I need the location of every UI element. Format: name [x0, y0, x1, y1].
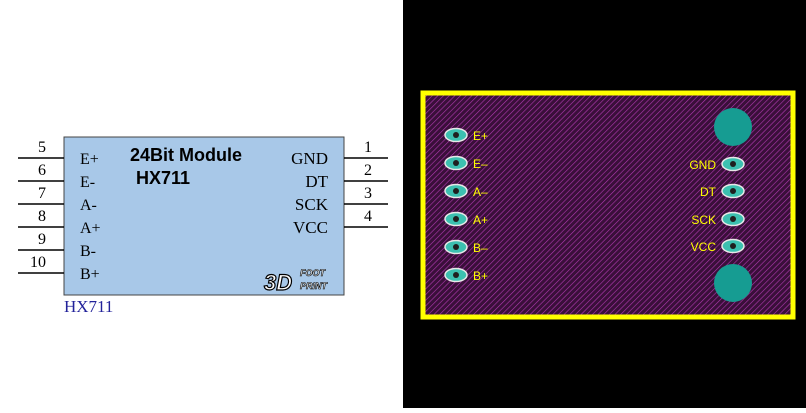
- pad: [444, 127, 468, 143]
- pad: [444, 155, 468, 171]
- pad-label: A–: [473, 185, 488, 199]
- svg-text:FOOT: FOOT: [300, 268, 326, 278]
- component-body: [63, 136, 345, 296]
- pin-number: 5: [38, 139, 46, 156]
- pin-number: 10: [30, 254, 46, 271]
- pad: [444, 239, 468, 255]
- pin-number: 1: [364, 139, 372, 156]
- pad: [444, 267, 468, 283]
- pin-number: 7: [38, 185, 46, 202]
- pin-number: 6: [38, 162, 46, 179]
- pad-label: GND: [689, 158, 716, 172]
- pad-label: SCK: [691, 213, 716, 227]
- pad: [721, 211, 745, 227]
- pin-number: 9: [38, 231, 46, 248]
- pad-label: E–: [473, 157, 488, 171]
- left-pin-lines: [18, 157, 64, 274]
- pin-label: B-: [80, 243, 96, 260]
- schematic-panel: 5 6 7 8 9 10 E+ E- A- A+ B- B+ 1 2 3 4 G…: [0, 0, 403, 408]
- pin-number: 3: [364, 185, 372, 202]
- svg-text:3D: 3D: [264, 270, 292, 295]
- pad-label: DT: [700, 185, 717, 199]
- module-title: 24Bit Module: [130, 145, 242, 165]
- pad: [444, 211, 468, 227]
- pin-label: VCC: [293, 218, 328, 237]
- pad-label: B+: [473, 269, 488, 283]
- pin-label: A-: [80, 197, 97, 214]
- pad: [444, 183, 468, 199]
- mounting-hole: [714, 108, 752, 146]
- footprint-logo: 3D FOOT PRINT: [263, 268, 329, 296]
- right-pad-column: [721, 156, 745, 254]
- pcb-footprint-drawing: E+ E– A– A+ B– B+ GND DT SCK VCC: [420, 90, 796, 320]
- right-pin-lines: [344, 157, 388, 228]
- pad-label: VCC: [691, 240, 717, 254]
- pin-label: A+: [80, 220, 101, 237]
- pin-label: E+: [80, 151, 99, 168]
- module-subtitle: HX711: [136, 168, 190, 188]
- svg-text:PRINT: PRINT: [300, 281, 329, 291]
- pad-label: E+: [473, 129, 488, 143]
- pin-label: GND: [291, 149, 328, 168]
- pin-number: 8: [38, 208, 46, 225]
- pin-number: 2: [364, 162, 372, 179]
- pad-label: B–: [473, 241, 488, 255]
- pcb-panel: E+ E– A– A+ B– B+ GND DT SCK VCC: [403, 0, 806, 408]
- pad-label: A+: [473, 213, 488, 227]
- pin-label: SCK: [295, 195, 329, 214]
- reference-label: HX711: [64, 297, 113, 316]
- pad: [721, 238, 745, 254]
- pad: [721, 183, 745, 199]
- pin-label: DT: [305, 172, 328, 191]
- left-pad-column: [444, 127, 468, 283]
- pin-label: E-: [80, 174, 95, 191]
- pin-number: 4: [364, 208, 372, 225]
- pad: [721, 156, 745, 172]
- schematic-drawing: 5 6 7 8 9 10 E+ E- A- A+ B- B+ 1 2 3 4 G…: [18, 136, 388, 316]
- pin-label: B+: [80, 266, 100, 283]
- mounting-hole: [714, 264, 752, 302]
